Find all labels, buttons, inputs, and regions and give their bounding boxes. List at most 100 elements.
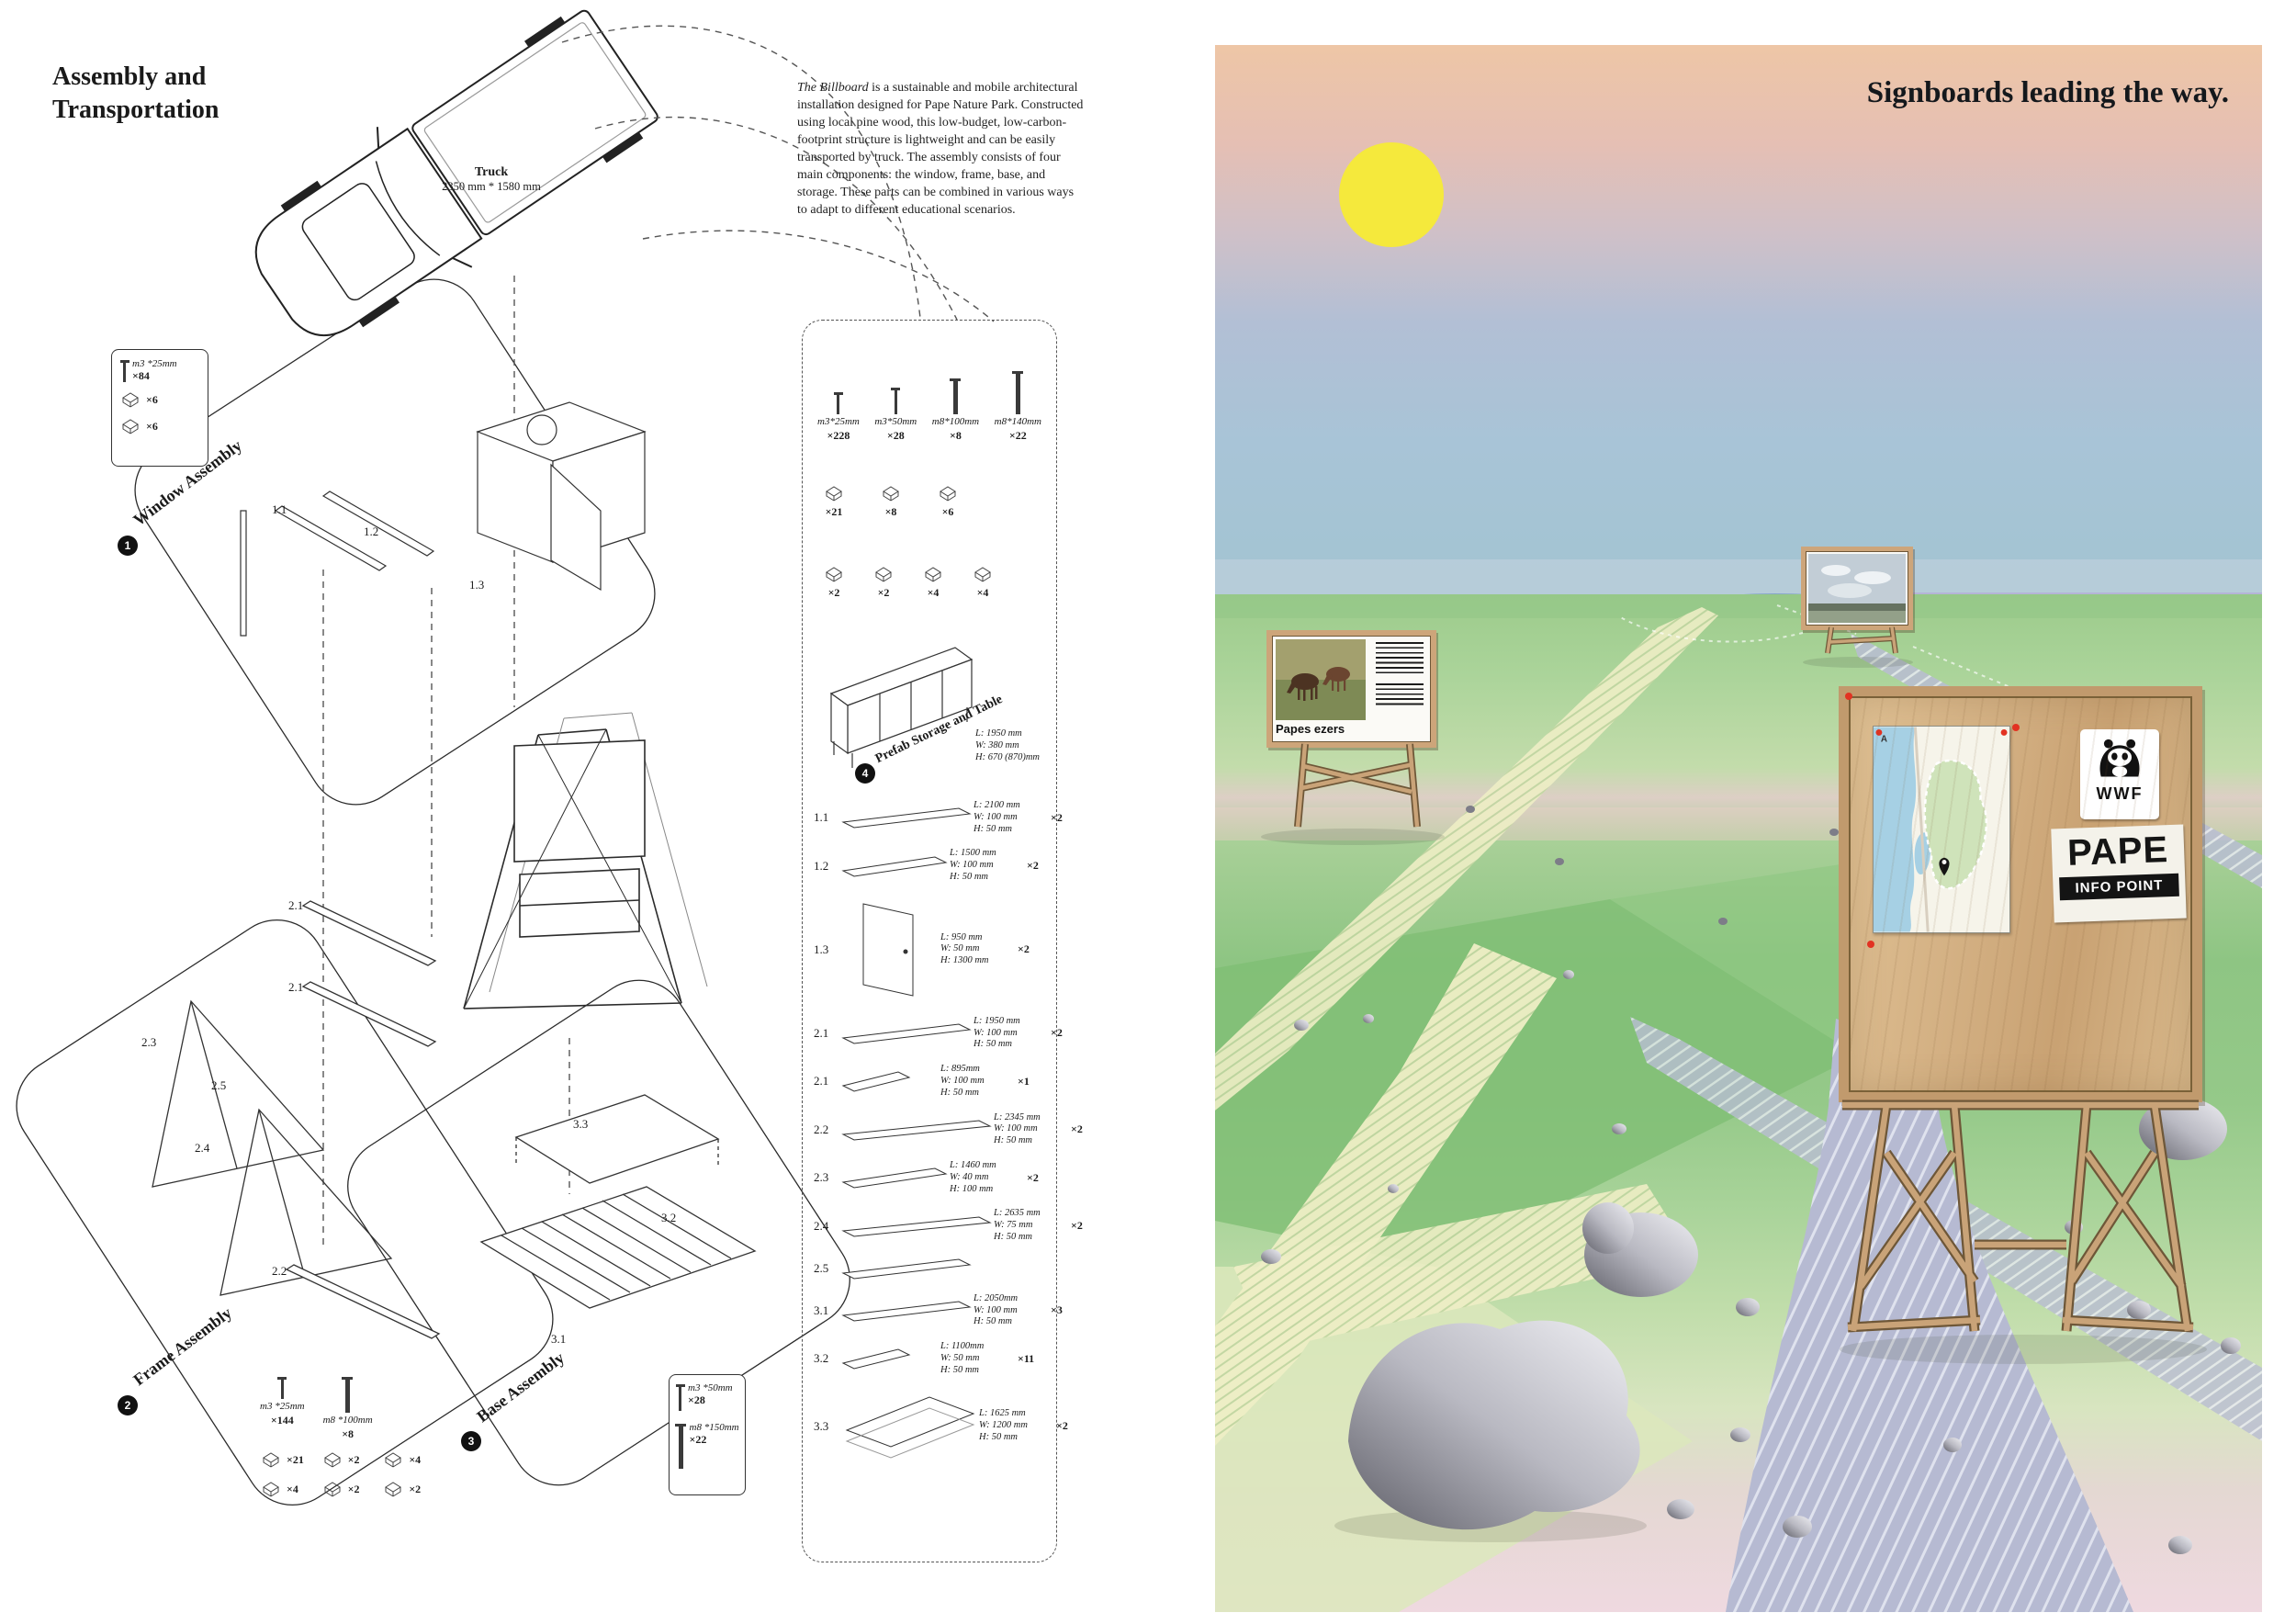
part-sketch: [841, 1390, 979, 1463]
dimension-line: W: 380 mm: [975, 739, 1019, 750]
dimension-line: L: 950 mm: [940, 931, 983, 942]
hardware-item: m3 *25mm×144: [260, 1377, 305, 1441]
part-sketch: [841, 854, 950, 878]
map-water: [1874, 727, 1917, 932]
hardware-count: ×2: [347, 1482, 360, 1495]
hardware-item: ×4: [260, 1480, 312, 1498]
hardware-count: ×2: [827, 586, 840, 599]
hardware-count: ×4: [976, 586, 989, 599]
hardware-item: m8 *150mm×22: [675, 1422, 739, 1469]
dimension-line: L: 1950 mm: [975, 728, 1022, 739]
hardware-count: ×28: [886, 429, 905, 442]
part-label: 3.3: [573, 1117, 589, 1131]
dimension-line: L: 1500 mm: [950, 848, 996, 859]
frame-fitting-list: ×21 ×2 ×4 ×4 ×2 ×2: [260, 1450, 434, 1498]
dimension-line: L: 1950 mm: [974, 1015, 1020, 1026]
sign-label: Papes ezers: [1276, 722, 1345, 736]
hardware-count: ×22: [1008, 429, 1027, 442]
truck-label: Truck 2350 mm * 1580 mm: [418, 165, 565, 194]
dimension-line: H: 50 mm: [974, 823, 1012, 834]
hardware-size-label: m3 *50mm: [688, 1382, 733, 1393]
part-label: 3.2: [661, 1211, 677, 1224]
dimension-line: W: 100 mm: [994, 1123, 1038, 1134]
part-count: ×2: [1027, 1170, 1039, 1184]
hardware-item: ×2: [382, 1480, 434, 1498]
fitting-icon: [883, 486, 899, 502]
dimension-line: L: 1100mm: [940, 1341, 985, 1352]
assembly-transportation-page: Assembly and Transportation Truck 2350 m…: [16, 9, 1084, 1562]
fitting-icon: [875, 567, 892, 582]
assembly-number-storage: 4: [855, 763, 875, 784]
fitting-icon: [826, 567, 842, 582]
hardware-item: ×2: [321, 1450, 374, 1469]
hardware-count: ×2: [347, 1452, 360, 1466]
text-lines-block: [1376, 683, 1424, 707]
hardware-size-label: m3*25mm: [817, 416, 860, 427]
red-pin: [2012, 724, 2020, 731]
part-label: 2.2: [272, 1264, 287, 1278]
illustration-title: Signboards leading the way.: [1866, 76, 2229, 109]
part-id: 2.1: [814, 1074, 829, 1088]
signboard-distant: [1801, 547, 1913, 654]
hardware-count: ×6: [146, 392, 158, 406]
hardware-item: m8*140mm×22: [995, 371, 1041, 443]
part-id: 3.3: [814, 1418, 829, 1433]
hardware-count: ×21: [825, 505, 843, 518]
red-pin: [1867, 941, 1874, 948]
part-sketch: [841, 1299, 974, 1323]
fitting-icon: [122, 392, 139, 408]
hardware-count: ×6: [146, 419, 158, 433]
part-sketch: [841, 1257, 974, 1280]
hardware-item: m3 *25mm×84: [119, 358, 200, 383]
dimension-line: W: 100 mm: [974, 1027, 1018, 1038]
hardware-count: ×4: [409, 1452, 422, 1466]
part-label: 2.1: [288, 980, 304, 994]
dimension-line: H: 50 mm: [974, 1039, 1012, 1050]
field-path: [1233, 1184, 1693, 1349]
window-fitting-list: ×6 ×6: [119, 390, 200, 435]
hardware-item: ×4: [922, 565, 944, 600]
page-title-line2: Transportation: [52, 95, 219, 124]
part-id: 2.1: [814, 1025, 829, 1040]
screw-icon: [119, 360, 129, 382]
page-title: Assembly and Transportation: [52, 61, 219, 127]
truck-dimensions: 2350 mm * 1580 mm: [442, 180, 541, 193]
dimension-line: H: 50 mm: [994, 1135, 1032, 1146]
screw-icon: [277, 1377, 287, 1399]
part-sketch: [841, 1166, 950, 1190]
hardware-item: ×8: [880, 484, 902, 519]
pape-title: PAPE: [2066, 829, 2169, 874]
hardware-size-label: m3 *25mm: [260, 1401, 305, 1412]
dimension-line: L: 2635 mm: [994, 1208, 1041, 1219]
hardware-count: ×21: [287, 1452, 304, 1466]
map-pin-icon: [1939, 857, 1950, 876]
hardware-count: ×8: [884, 505, 897, 518]
page-title-line1: Assembly and: [52, 62, 207, 91]
dimension-line: W: 75 mm: [994, 1220, 1033, 1231]
part-sketch: [841, 1118, 994, 1142]
dimension-line: L: 2100 mm: [974, 800, 1020, 810]
intro-text: The Billboard is a sustainable and mobil…: [797, 79, 1084, 219]
dimension-line: H: 50 mm: [994, 1231, 1032, 1242]
window-hardware-legend: m3 *25mm×84 ×6 ×6: [111, 349, 208, 467]
part-count: ×11: [1018, 1351, 1035, 1365]
hardware-size-label: m8*100mm: [931, 416, 980, 427]
fitting-icon: [323, 1482, 341, 1497]
part-sketch: [841, 806, 974, 829]
dimension-line: H: 1300 mm: [940, 955, 989, 966]
hardware-item: m3*25mm×228: [817, 392, 860, 443]
part-id: 2.4: [814, 1218, 829, 1233]
part-sketch: [841, 1214, 994, 1238]
hardware-size-label: m8 *150mm: [689, 1422, 739, 1433]
